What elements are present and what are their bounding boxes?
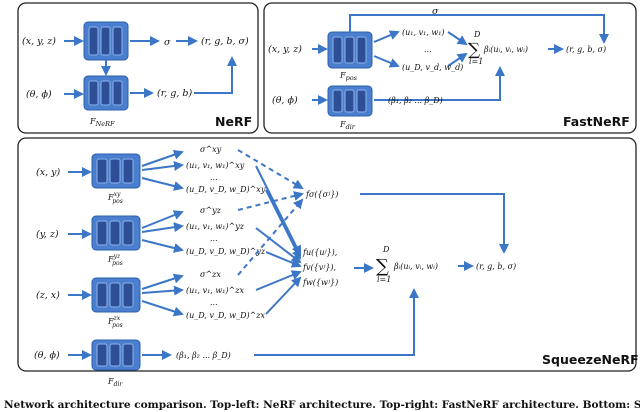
squeezenerf-panel-border xyxy=(17,137,637,372)
nerf-sigma: σ xyxy=(164,37,171,48)
squeeze-mlp-dir xyxy=(91,339,141,371)
squeeze-fan-zx-sigma xyxy=(141,273,184,290)
fastnerf-arrow-betas xyxy=(374,66,505,101)
fastnerf-mlp-pos xyxy=(327,31,373,69)
fastnerf-out: (r, g, b, σ) xyxy=(566,45,606,54)
squeezenerf-title: SqueezeNeRF xyxy=(542,352,639,367)
squeeze-arrow-betas xyxy=(254,288,419,356)
squeeze-f-sigma: fσ({σʲ}) xyxy=(305,190,338,199)
figure-caption: Network architecture comparison. Top-lef… xyxy=(4,399,640,411)
squeeze-mlp-xy xyxy=(91,153,141,189)
fastnerf-arrow-sum1 xyxy=(447,31,468,46)
fastnerf-input-dir: (θ, ϕ) xyxy=(272,95,298,106)
squeeze-uvwD-xy-to-f xyxy=(265,189,301,260)
fastnerf-dots: ... xyxy=(424,45,432,54)
squeeze-input-dir: (θ, ϕ) xyxy=(34,350,60,361)
squeeze-uvw1-zx-to-f xyxy=(255,270,302,291)
squeeze-input-xy: (x, y) xyxy=(36,167,60,178)
fastnerf-uvw1: (u₁, v₁, w₁) xyxy=(402,28,445,37)
squeeze-fan-yz-uvwD xyxy=(141,239,184,253)
squeeze-sum-bot: i=1 xyxy=(377,275,391,284)
fastnerf-sum-bot: i=1 xyxy=(469,57,483,66)
squeeze-uvwD-yz: (u_D, v_D, w_D)^yz xyxy=(186,247,266,256)
fastnerf-sigma: σ xyxy=(432,6,439,17)
nerf-title: NeRF xyxy=(215,114,252,129)
squeeze-sigma-xy: σ^xy xyxy=(200,145,222,154)
squeeze-f-u: fu({uʲ}), xyxy=(302,248,337,257)
fastnerf-betas: (β₁, β₂ ... β_D) xyxy=(388,96,443,105)
squeeze-sum-expr: βᵢ(uᵢ, vᵢ, wᵢ) xyxy=(393,262,438,271)
fastnerf-sum-sym: ∑ xyxy=(468,40,480,60)
squeeze-dashed-xy xyxy=(237,149,304,190)
squeeze-uvwD-xy: (u_D, v_D, w_D)^xy xyxy=(186,185,266,194)
nerf-panel-border xyxy=(17,2,259,134)
squeeze-sigma-yz: σ^yz xyxy=(200,206,222,215)
nerf-arrow-up xyxy=(194,56,237,94)
squeeze-dots-xy: ... xyxy=(210,173,218,182)
squeeze-fan-zx-uvwD xyxy=(141,300,184,317)
fastnerf-arrow-sum2 xyxy=(447,52,468,67)
squeeze-uvwD-yz-to-f xyxy=(265,251,302,268)
squeeze-mlp-yz xyxy=(91,215,141,251)
nerf-out-rgb: (r, g, b) xyxy=(157,88,192,99)
fastnerf-mlp-dir xyxy=(327,85,373,117)
squeeze-fan-xy-uvw1 xyxy=(141,161,184,171)
squeeze-uvw1-xy: (u₁, v₁, w₁)^xy xyxy=(186,161,245,170)
squeeze-fan-xy-uvwD xyxy=(141,177,184,191)
squeeze-f-w: fw({wʲ}) xyxy=(302,278,338,287)
fastnerf-panel-border xyxy=(263,2,637,134)
squeezenerf-panel: (x, y) (y, z) (z, x) (θ, ϕ) xyxy=(17,137,639,388)
nerf-panel: (x, y, z) (θ, ϕ) FNeRF σ (r, g, b, σ) (r… xyxy=(17,2,259,134)
squeeze-dots-yz: ... xyxy=(210,234,218,243)
fastnerf-arrow-uvw1 xyxy=(373,30,400,43)
squeeze-fan-yz-uvw1 xyxy=(141,222,184,233)
fastnerf-title: FastNeRF xyxy=(563,114,630,129)
squeeze-uvw1-xy-to-f xyxy=(255,165,301,256)
squeeze-betas: (β₁, β₂ ... β_D) xyxy=(176,351,231,360)
squeeze-uvw1-yz: (u₁, v₁, w₁)^yz xyxy=(186,222,245,231)
squeeze-uvwD-zx-to-f xyxy=(265,276,302,315)
nerf-input-dir: (θ, ϕ) xyxy=(26,89,52,100)
squeeze-arrow-sigma-out xyxy=(360,193,509,254)
squeeze-uvw1-yz-to-f xyxy=(255,227,302,264)
squeeze-dashed-yz xyxy=(237,191,304,211)
nerf-input-xyz: (x, y, z) xyxy=(22,36,56,47)
squeeze-dots-zx: ... xyxy=(210,298,218,307)
squeeze-sum-sym: ∑ xyxy=(376,256,389,277)
squeeze-sigma-zx: σ^zx xyxy=(200,270,221,279)
fastnerf-sum-expr: βᵢ(uᵢ, vᵢ, wᵢ) xyxy=(483,45,528,54)
squeeze-fan-zx-uvw1 xyxy=(141,285,184,296)
squeeze-out: (r, g, b, σ) xyxy=(476,262,516,271)
fastnerf-arrow-sigma-path xyxy=(349,14,609,44)
squeeze-uvwD-zx: (u_D, v_D, w_D)^zx xyxy=(186,311,266,320)
fastnerf-arrow-uvwd xyxy=(373,55,400,68)
squeeze-uvw1-zx: (u₁, v₁, w₁)^zx xyxy=(186,286,244,295)
nerf-out-rgbs: (r, g, b, σ) xyxy=(201,36,249,47)
fastnerf-input-xyz: (x, y, z) xyxy=(268,44,302,55)
squeeze-input-zx: (z, x) xyxy=(36,290,60,301)
squeeze-dir-label: Fdir xyxy=(107,377,123,388)
squeeze-f-v: fv({vʲ}), xyxy=(302,263,336,272)
nerf-mlp-label: FNeRF xyxy=(89,117,115,128)
fastnerf-panel: (x, y, z) (θ, ϕ) Fpos Fdir σ (u₁, v₁, w₁… xyxy=(263,2,637,134)
squeeze-input-yz: (y, z) xyxy=(36,229,59,240)
squeeze-fan-xy-sigma xyxy=(141,149,184,167)
fastnerf-pos-label: Fpos xyxy=(339,71,358,82)
nerf-mlp-bottom xyxy=(83,75,129,111)
fastnerf-uvwd: (u_D, v_d, w_d) xyxy=(402,63,463,72)
squeeze-dashed-zx xyxy=(237,198,304,276)
fastnerf-dir-label: Fdir xyxy=(339,120,356,131)
squeeze-sum-top: D xyxy=(382,245,390,254)
nerf-mlp-top xyxy=(83,21,129,61)
fastnerf-sum-top: D xyxy=(473,30,481,39)
squeeze-mlp-zx xyxy=(91,277,141,313)
squeeze-fan-yz-sigma xyxy=(141,210,184,229)
